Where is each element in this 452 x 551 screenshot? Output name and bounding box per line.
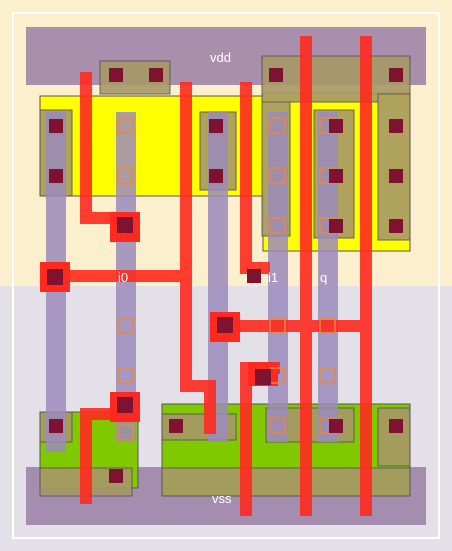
poly-gates: [46, 112, 338, 452]
metal1-routes: [44, 36, 372, 516]
contacts: [117, 117, 336, 441]
vias: [47, 68, 403, 483]
vdd-label: vdd: [210, 50, 231, 65]
cell-boundary: [12, 12, 440, 539]
i0-label: i0: [118, 270, 128, 285]
q-label: q: [320, 270, 327, 285]
vss-label: vss: [212, 491, 232, 506]
i1-label: i1: [268, 270, 278, 285]
